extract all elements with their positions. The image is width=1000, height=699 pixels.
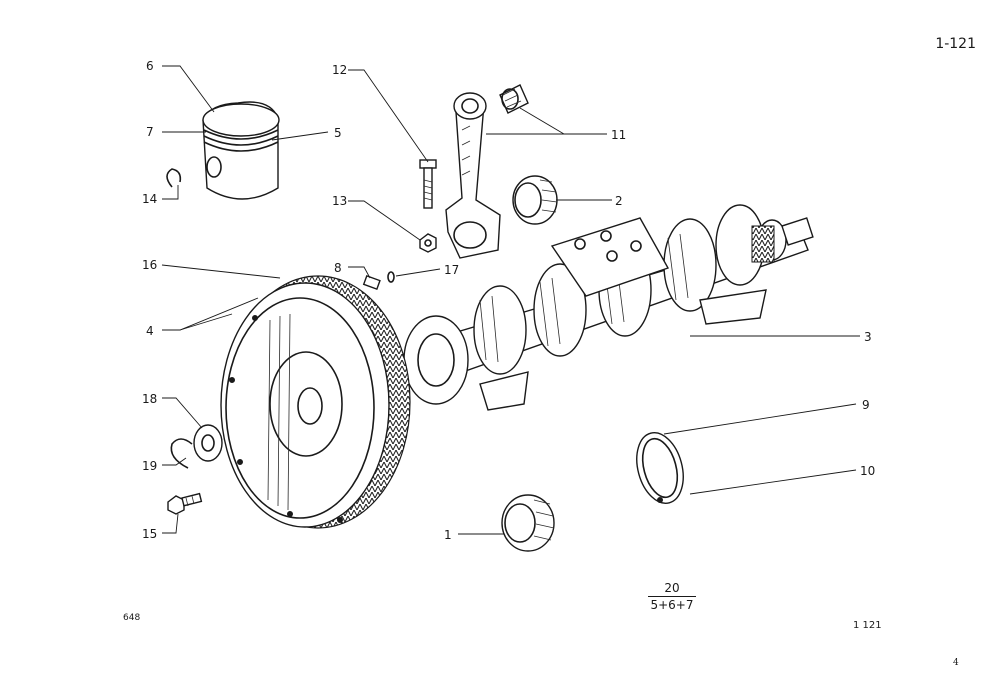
connecting-rod [445, 92, 501, 259]
callout-17: 17 [444, 263, 459, 277]
bearing-shell-upper [512, 175, 558, 225]
callout-11: 11 [611, 128, 626, 142]
dowel-pin [362, 274, 381, 290]
piston-pin-circlip [166, 168, 182, 188]
flywheel [220, 275, 411, 529]
callout-8: 8 [334, 261, 342, 275]
fraction-numerator: 20 [648, 581, 696, 597]
connecting-rod-bolt [419, 159, 437, 209]
callout-13: 13 [332, 194, 347, 208]
bearing-shell-lower [501, 494, 555, 552]
callout-16: 16 [142, 258, 157, 272]
crankshaft [403, 204, 814, 411]
callout-7: 7 [146, 125, 154, 139]
callout-numbers: 6 7 5 14 12 13 11 2 16 8 17 4 3 18 9 19 … [142, 59, 875, 542]
callout-12: 12 [332, 63, 347, 77]
small-end-bushing [499, 84, 529, 114]
callout-5: 5 [334, 126, 342, 140]
left-reference: 648 [123, 613, 141, 623]
callout-19: 19 [142, 459, 157, 473]
callout-18: 18 [142, 392, 157, 406]
corner-number: 4 [953, 658, 959, 668]
callout-4: 4 [146, 324, 154, 338]
pilot-bearing [193, 424, 223, 462]
callout-2: 2 [615, 194, 623, 208]
callout-15: 15 [142, 527, 157, 541]
right-reference: 1 121 [853, 620, 882, 631]
page-number: 1-121 [935, 36, 976, 52]
connecting-rod-nut [419, 233, 437, 253]
quantity-fraction: 20 5+6+7 [640, 581, 704, 612]
leader-lines [161, 65, 860, 535]
piston [202, 101, 280, 200]
callout-10: 10 [860, 464, 875, 478]
small-ring [387, 271, 395, 283]
flywheel-bolt [167, 492, 203, 515]
callout-1: 1 [444, 528, 452, 542]
callout-6: 6 [146, 59, 154, 73]
callout-14: 14 [142, 192, 157, 206]
fraction-denominator: 5+6+7 [650, 598, 694, 612]
bearing-circlip [170, 438, 193, 469]
seal-ring [636, 432, 684, 504]
callout-9: 9 [862, 398, 870, 412]
callout-3: 3 [864, 330, 872, 344]
